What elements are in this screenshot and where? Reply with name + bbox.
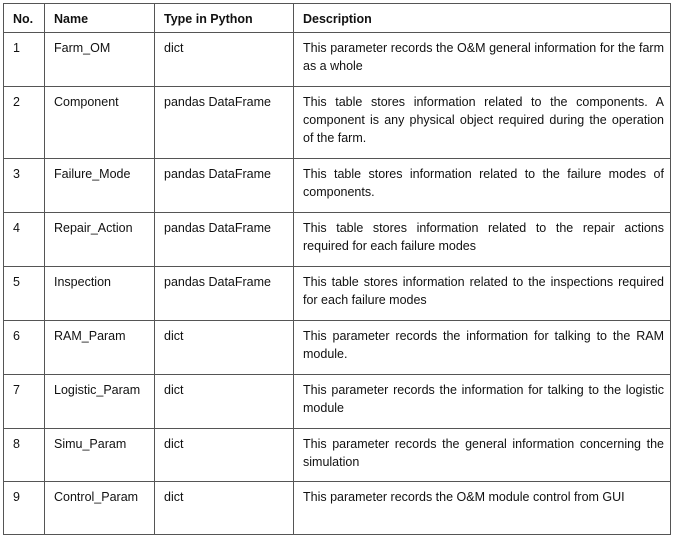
table-row: 4 Repair_Action pandas DataFrame This ta… [3, 212, 671, 267]
cell-no: 1 [3, 32, 45, 87]
cell-no: 3 [3, 158, 45, 213]
cell-description: This table stores information related to… [293, 158, 671, 213]
parameter-table: No. Name Type in Python Description 1 Fa… [3, 3, 671, 535]
cell-name: Repair_Action [44, 212, 155, 267]
cell-description: This parameter records the O&M general i… [293, 32, 671, 87]
cell-no: 2 [3, 86, 45, 159]
cell-description: This parameter records the general infor… [293, 428, 671, 482]
table-row: 3 Failure_Mode pandas DataFrame This tab… [3, 158, 671, 213]
cell-no: 9 [3, 481, 45, 535]
cell-description: This parameter records the information f… [293, 374, 671, 429]
table-row: 1 Farm_OM dict This parameter records th… [3, 32, 671, 87]
cell-type: pandas DataFrame [154, 86, 294, 159]
table-row: 7 Logistic_Param dict This parameter rec… [3, 374, 671, 429]
table-row: 8 Simu_Param dict This parameter records… [3, 428, 671, 482]
cell-no: 4 [3, 212, 45, 267]
parameter-table-container: No. Name Type in Python Description 1 Fa… [3, 3, 671, 535]
header-name: Name [44, 3, 155, 33]
cell-no: 6 [3, 320, 45, 375]
table-row: 9 Control_Param dict This parameter reco… [3, 481, 671, 535]
cell-name: Component [44, 86, 155, 159]
cell-name: Logistic_Param [44, 374, 155, 429]
cell-name: Simu_Param [44, 428, 155, 482]
cell-type: pandas DataFrame [154, 266, 294, 321]
table-row: 5 Inspection pandas DataFrame This table… [3, 266, 671, 321]
cell-description: This table stores information related to… [293, 266, 671, 321]
header-type: Type in Python [154, 3, 294, 33]
cell-name: Farm_OM [44, 32, 155, 87]
cell-description: This table stores information related to… [293, 86, 671, 159]
cell-no: 8 [3, 428, 45, 482]
cell-description: This table stores information related to… [293, 212, 671, 267]
cell-type: pandas DataFrame [154, 158, 294, 213]
table-header-row: No. Name Type in Python Description [3, 3, 671, 33]
cell-name: RAM_Param [44, 320, 155, 375]
header-no: No. [3, 3, 45, 33]
cell-type: dict [154, 374, 294, 429]
table-row: 2 Component pandas DataFrame This table … [3, 86, 671, 159]
cell-name: Inspection [44, 266, 155, 321]
cell-description: This parameter records the information f… [293, 320, 671, 375]
cell-description: This parameter records the O&M module co… [293, 481, 671, 535]
cell-type: dict [154, 428, 294, 482]
cell-no: 7 [3, 374, 45, 429]
cell-type: dict [154, 481, 294, 535]
cell-type: pandas DataFrame [154, 212, 294, 267]
header-description: Description [293, 3, 671, 33]
cell-name: Control_Param [44, 481, 155, 535]
cell-type: dict [154, 320, 294, 375]
table-row: 6 RAM_Param dict This parameter records … [3, 320, 671, 375]
cell-name: Failure_Mode [44, 158, 155, 213]
cell-no: 5 [3, 266, 45, 321]
cell-type: dict [154, 32, 294, 87]
